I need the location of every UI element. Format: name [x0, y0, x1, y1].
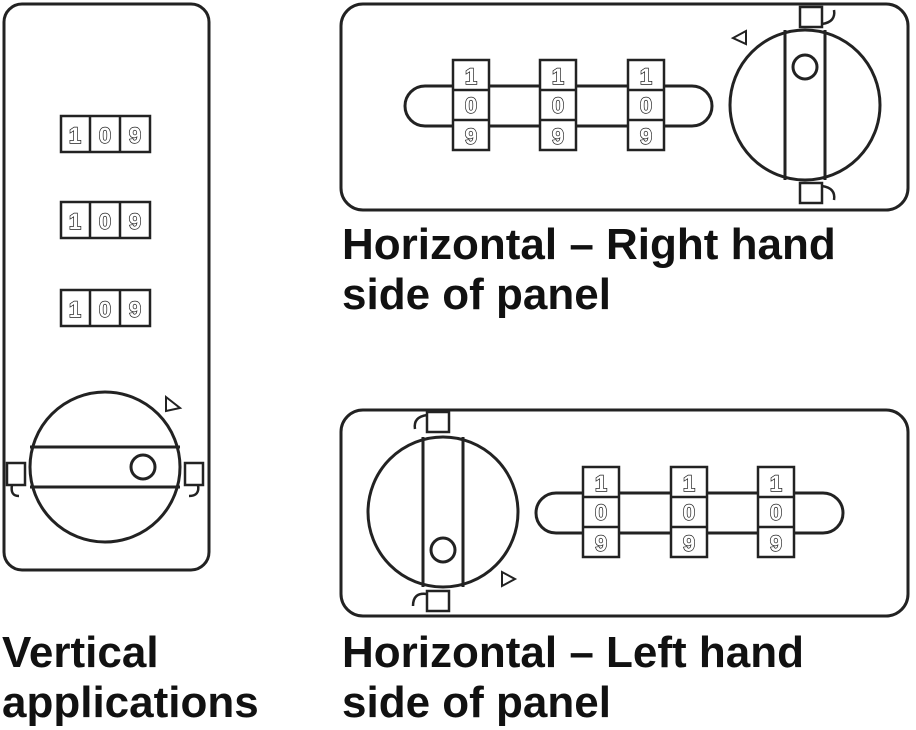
digit-middle: 0	[683, 500, 695, 525]
vertical-dial-knob-icon	[28, 390, 182, 544]
digit-bottom: 9	[129, 297, 141, 322]
right-hand-combination-wheel-icon-1: 1 0 9	[451, 58, 491, 152]
left-hand-caption: Horizontal – Left hand side of panel	[342, 628, 804, 728]
digit-middle: 0	[465, 93, 477, 118]
digit-bottom: 9	[552, 124, 564, 149]
left-hand-combination-wheel-icon-3: 1 0 9	[756, 465, 796, 559]
vertical-arrow-marker-icon	[165, 394, 183, 413]
digit-top: 1	[69, 123, 81, 148]
digit-bottom: 9	[129, 123, 141, 148]
digit-middle: 0	[640, 93, 652, 118]
vertical-digit-window-3: 1 0 9	[59, 288, 152, 328]
digit-middle: 0	[595, 500, 607, 525]
left-hand-top-hook-latch-icon	[413, 410, 451, 434]
digit-bottom: 9	[595, 531, 607, 556]
digit-bottom: 9	[640, 124, 652, 149]
vertical-caption: Vertical applications	[2, 628, 259, 728]
left-hand-caption-line-2: side of panel	[342, 678, 611, 727]
left-hand-combination-wheel-icon-1: 1 0 9	[581, 465, 621, 559]
left-hand-combination-wheel-icon-2: 1 0 9	[669, 465, 709, 559]
left-hand-caption-line-1: Horizontal – Left hand	[342, 628, 804, 677]
left-hand-arrow-marker-icon	[501, 570, 518, 588]
digit-top: 1	[465, 64, 477, 89]
left-hand-panel-frame	[339, 408, 910, 618]
vertical-right-hook-latch-icon	[183, 461, 205, 498]
right-hand-top-hook-latch-icon	[798, 5, 836, 29]
digit-top: 1	[770, 471, 782, 496]
digit-bottom: 9	[770, 531, 782, 556]
right-hand-caption-line-1: Horizontal – Right hand	[342, 220, 836, 269]
vertical-panel: 1 0 9 1 0 9 1 0 9	[2, 2, 211, 572]
vertical-digit-window-2: 1 0 9	[59, 200, 152, 240]
right-hand-caption-line-2: side of panel	[342, 270, 611, 319]
digit-top: 1	[69, 209, 81, 234]
right-hand-panel-frame	[339, 2, 910, 212]
vertical-digit-window-1: 1 0 9	[59, 114, 152, 154]
digit-middle: 0	[770, 500, 782, 525]
digit-bottom: 9	[683, 531, 695, 556]
digit-middle: 0	[552, 93, 564, 118]
digit-top: 1	[595, 471, 607, 496]
digit-bottom: 9	[129, 209, 141, 234]
right-hand-panel: 1 0 9 1 0 9 1 0 9	[339, 2, 910, 212]
digit-middle: 0	[99, 297, 111, 322]
digit-top: 1	[552, 64, 564, 89]
left-hand-dial-knob-icon	[366, 435, 520, 589]
vertical-caption-line-1: Vertical	[2, 628, 159, 677]
digit-bottom: 9	[465, 124, 477, 149]
digit-top: 1	[69, 297, 81, 322]
vertical-caption-line-2: applications	[2, 678, 259, 727]
vertical-panel-frame	[2, 2, 211, 572]
right-hand-arrow-marker-icon	[730, 29, 747, 46]
digit-top: 1	[683, 471, 695, 496]
right-hand-combination-wheel-icon-2: 1 0 9	[538, 58, 578, 152]
right-hand-dial-knob-icon	[728, 28, 882, 182]
left-hand-bottom-hook-latch-icon	[411, 589, 451, 613]
right-hand-combination-wheel-icon-3: 1 0 9	[626, 58, 666, 152]
digit-top: 1	[640, 64, 652, 89]
digit-middle: 0	[99, 209, 111, 234]
left-hand-panel: 1 0 9 1 0 9 1 0 9	[339, 408, 910, 618]
right-hand-caption: Horizontal – Right hand side of panel	[342, 220, 836, 320]
digit-middle: 0	[99, 123, 111, 148]
right-hand-bottom-hook-latch-icon	[798, 181, 836, 205]
vertical-left-hook-latch-icon	[5, 461, 27, 498]
